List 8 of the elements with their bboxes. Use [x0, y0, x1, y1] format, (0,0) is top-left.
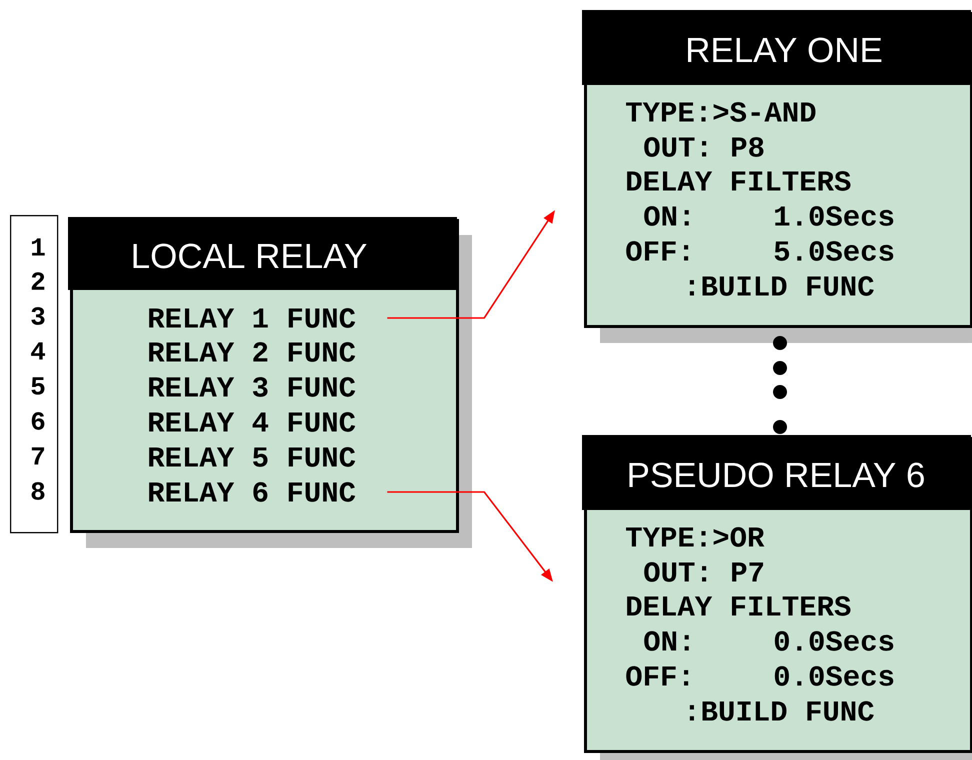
line-number: 7	[32, 447, 44, 465]
line-number: 6	[32, 412, 44, 430]
line-number: 3	[31, 307, 44, 325]
line-number: 4	[31, 342, 46, 360]
line-number: 5	[32, 377, 44, 395]
line-number: 8	[32, 482, 44, 500]
line-number: 1	[32, 238, 45, 256]
line-number: 2	[32, 272, 44, 290]
